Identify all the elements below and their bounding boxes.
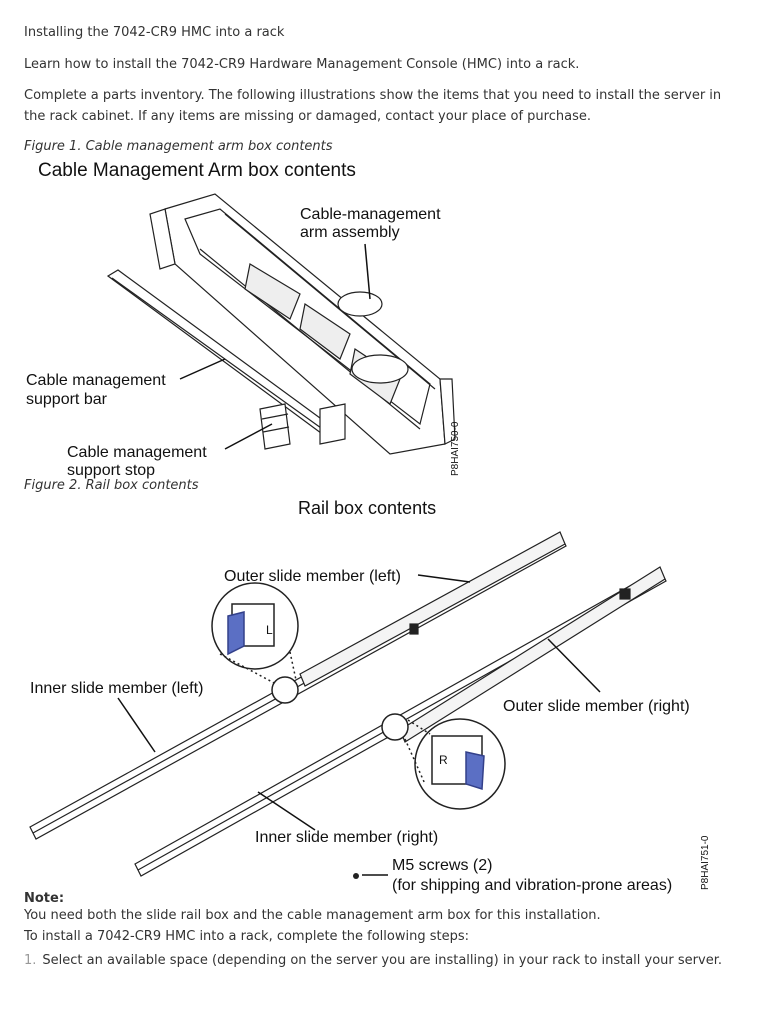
note-text: You need both the slide rail box and the… bbox=[24, 908, 601, 923]
zoom-detail-right: R bbox=[381, 713, 506, 810]
intro-text: Learn how to install the 7042-CR9 Hardwa… bbox=[24, 57, 580, 72]
steps-intro: To install a 7042-CR9 HMC into a rack, c… bbox=[24, 929, 470, 944]
page-title: Installing the 7042-CR9 HMC into a rack bbox=[24, 25, 285, 40]
figure2-id: P8HAI751-0 bbox=[700, 835, 711, 890]
figure2-illustration: Rail box contents bbox=[0, 494, 768, 894]
support-stop-label-2: support stop bbox=[67, 462, 155, 479]
outer-right-label: Outer slide member (right) bbox=[503, 698, 690, 715]
inner-right-label: Inner slide member (right) bbox=[255, 829, 438, 846]
figure1-illustration: Cable Management Arm box contents bbox=[0, 154, 768, 480]
figure2-caption: Figure 2. Rail box contents bbox=[24, 478, 199, 493]
screws-label-2: (for shipping and vibration-prone areas) bbox=[392, 877, 672, 894]
inventory-text: Complete a parts inventory. The followin… bbox=[24, 88, 722, 124]
figure2-heading: Rail box contents bbox=[298, 498, 436, 518]
support-stop-label-1: Cable management bbox=[67, 444, 207, 461]
inner-left-label: Inner slide member (left) bbox=[30, 680, 203, 697]
zoom-detail-left: L bbox=[211, 582, 299, 704]
step-number: 1. bbox=[24, 953, 37, 968]
steps-list: 1. Select an available space (depending … bbox=[24, 950, 722, 971]
cable-management-arm-graphic bbox=[149, 193, 456, 455]
note-heading: Note: bbox=[24, 891, 65, 906]
figure1-id: P8HAI750-0 bbox=[450, 421, 461, 476]
figure1-heading: Cable Management Arm box contents bbox=[38, 160, 356, 181]
figure1-caption: Figure 1. Cable management arm box conte… bbox=[24, 139, 333, 154]
support-bar-graphic bbox=[106, 269, 346, 445]
screws-label-1: M5 screws (2) bbox=[392, 857, 492, 874]
step-item: 1. Select an available space (depending … bbox=[24, 950, 722, 971]
support-stop-graphic bbox=[259, 403, 291, 450]
step-text: Select an available space (depending on … bbox=[42, 953, 722, 968]
letter-r-label: R bbox=[439, 753, 448, 767]
outer-left-label: Outer slide member (left) bbox=[224, 568, 401, 585]
letter-l-label: L bbox=[266, 623, 273, 637]
screw-icon bbox=[353, 873, 359, 879]
support-bar-label-2: support bar bbox=[26, 391, 108, 408]
arm-assembly-label-2: arm assembly bbox=[300, 224, 400, 241]
support-bar-label-1: Cable management bbox=[26, 372, 166, 389]
arm-assembly-label-1: Cable-management bbox=[300, 206, 441, 223]
